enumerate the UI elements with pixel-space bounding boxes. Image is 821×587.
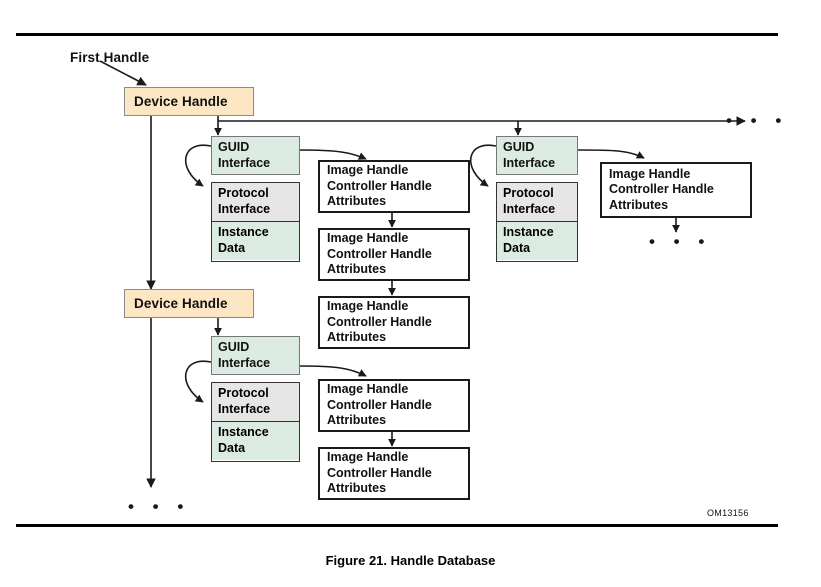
protocol-interface-3-line2: Interface [218, 401, 271, 416]
ellipsis-device-chain: • • • [128, 497, 191, 516]
guid-interface-2[interactable]: GUID Interface [496, 136, 578, 175]
instance-data-1[interactable]: Instance Data [212, 221, 299, 260]
image-handle-record-3[interactable]: Image Handle Controller Handle Attribute… [318, 296, 470, 349]
image-handle-record-4[interactable]: Image Handle Controller Handle Attribute… [318, 379, 470, 432]
image-handle-record-1-line2: Controller Handle [327, 178, 432, 193]
image-handle-record-1[interactable]: Image Handle Controller Handle Attribute… [318, 160, 470, 213]
image-handle-record-right-1[interactable]: Image Handle Controller Handle Attribute… [600, 162, 752, 218]
image-handle-record-2-line2: Controller Handle [327, 246, 432, 261]
ellipsis-bus-right: • • • [726, 111, 789, 130]
device-handle-1-label: Device Handle [134, 93, 228, 109]
guid-interface-1-line2: Interface [218, 155, 271, 170]
guid-interface-2-line1: GUID [503, 140, 535, 154]
protocol-interface-2-line1: Protocol [503, 186, 554, 201]
first-handle-label: First Handle [70, 50, 150, 65]
device-handle-2-label: Device Handle [134, 295, 228, 311]
guid-interface-1[interactable]: GUID Interface [211, 136, 300, 175]
device-handle-1[interactable]: Device Handle [124, 87, 254, 116]
image-handle-record-5-line2: Controller Handle [327, 465, 432, 480]
device-handle-2[interactable]: Device Handle [124, 289, 254, 318]
image-handle-record-2-line1: Image Handle [327, 231, 409, 246]
guid-interface-3-line1: GUID [218, 340, 250, 354]
protocol-interface-2-line2: Interface [503, 201, 556, 216]
instance-data-3[interactable]: Instance Data [212, 421, 299, 460]
guid-interface-2-line2: Interface [503, 155, 556, 170]
protocol-interface-1[interactable]: Protocol Interface [212, 183, 299, 222]
guid-interface-3[interactable]: GUID Interface [211, 336, 300, 375]
guid-interface-3-line2: Interface [218, 355, 271, 370]
protocol-interface-2[interactable]: Protocol Interface [497, 183, 577, 222]
image-handle-record-5-line3: Attributes [327, 481, 387, 496]
ellipsis-image-right: • • • [649, 232, 712, 251]
image-handle-record-2[interactable]: Image Handle Controller Handle Attribute… [318, 228, 470, 281]
protocol-interface-1-line1: Protocol [218, 186, 269, 201]
image-handle-record-1-line3: Attributes [327, 194, 387, 209]
instance-data-3-line1: Instance [218, 425, 269, 440]
instance-data-1-line2: Data [218, 240, 246, 255]
image-handle-record-right-1-line1: Image Handle [609, 166, 691, 181]
instance-data-2[interactable]: Instance Data [497, 221, 577, 260]
figure-id-code: OM13156 [707, 508, 749, 518]
image-handle-record-3-line2: Controller Handle [327, 314, 432, 329]
image-handle-record-4-line1: Image Handle [327, 382, 409, 397]
image-handle-record-4-line3: Attributes [327, 413, 387, 428]
image-handle-record-3-line1: Image Handle [327, 299, 409, 314]
image-handle-record-4-line2: Controller Handle [327, 397, 432, 412]
image-handle-record-5-line1: Image Handle [327, 450, 409, 465]
image-handle-record-right-1-line2: Controller Handle [609, 182, 714, 197]
image-handle-record-3-line3: Attributes [327, 330, 387, 345]
top-rule [16, 33, 778, 36]
protocol-instance-1[interactable]: Protocol Interface Instance Data [211, 182, 300, 262]
protocol-interface-1-line2: Interface [218, 201, 271, 216]
image-handle-record-1-line1: Image Handle [327, 163, 409, 178]
instance-data-3-line2: Data [218, 440, 246, 455]
protocol-interface-3[interactable]: Protocol Interface [212, 383, 299, 422]
protocol-instance-3[interactable]: Protocol Interface Instance Data [211, 382, 300, 462]
protocol-interface-3-line1: Protocol [218, 386, 269, 401]
instance-data-2-line1: Instance [503, 225, 554, 240]
protocol-instance-2[interactable]: Protocol Interface Instance Data [496, 182, 578, 262]
bottom-rule [16, 524, 778, 527]
image-handle-record-2-line3: Attributes [327, 262, 387, 277]
image-handle-record-right-1-line3: Attributes [609, 197, 669, 212]
instance-data-1-line1: Instance [218, 225, 269, 240]
image-handle-record-5[interactable]: Image Handle Controller Handle Attribute… [318, 447, 470, 500]
guid-interface-1-line1: GUID [218, 140, 250, 154]
figure-caption: Figure 21. Handle Database [325, 553, 496, 568]
instance-data-2-line2: Data [503, 240, 531, 255]
